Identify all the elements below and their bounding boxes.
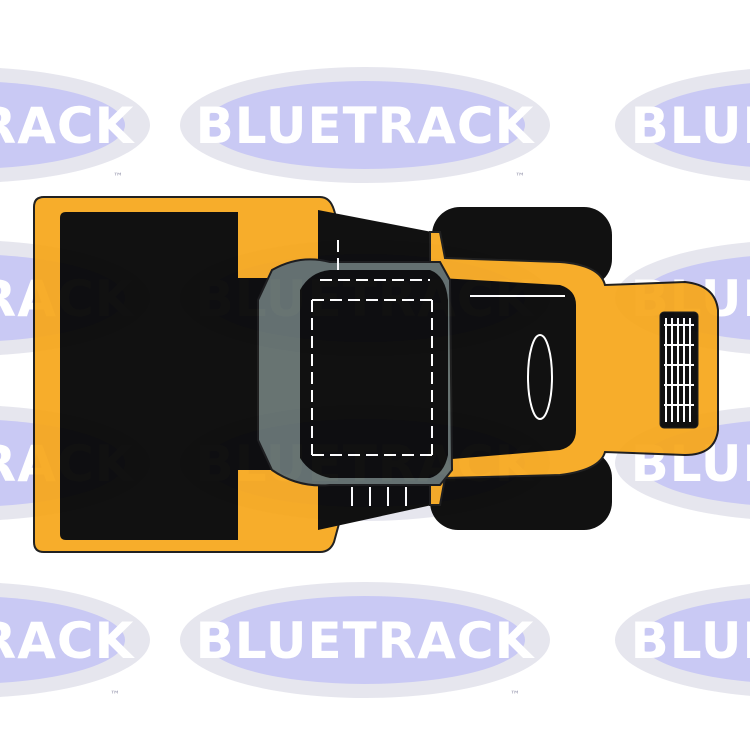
- watermark-text: BLUETRACK: [631, 612, 750, 670]
- watermark-text: BLUETRACK: [196, 612, 536, 670]
- hood-oval-emblem: [527, 334, 553, 420]
- watermark-logo: BLUETRACK: [615, 584, 750, 696]
- watermark-trademark: ™: [110, 690, 120, 701]
- watermark-trademark: ™: [510, 690, 520, 701]
- cab-steps: [351, 487, 407, 506]
- grille-bars: [664, 318, 694, 422]
- dump-truck: [33, 196, 719, 553]
- roof-dashed-markings: [311, 240, 433, 456]
- watermark-text: BLUETRACK: [631, 97, 750, 155]
- watermark-logo: BLUETRACK ™: [0, 583, 150, 701]
- watermark-logo: BLUETRACK ™: [180, 582, 550, 701]
- hood-panel: [440, 278, 576, 460]
- watermark-trademark: ™: [113, 172, 123, 183]
- watermark-logo: BLUETRACK ™: [0, 68, 150, 183]
- cab-roof: [300, 270, 448, 478]
- watermark-trademark: ™: [515, 172, 525, 183]
- watermark-text: BLUETRACK: [196, 97, 536, 155]
- watermark-logo: BLUETRACK ™: [180, 67, 550, 183]
- watermark-logo: BLUETRACK: [615, 69, 750, 181]
- watermark-text: BLUETRACK: [0, 97, 136, 155]
- watermark-text: BLUETRACK: [0, 612, 136, 670]
